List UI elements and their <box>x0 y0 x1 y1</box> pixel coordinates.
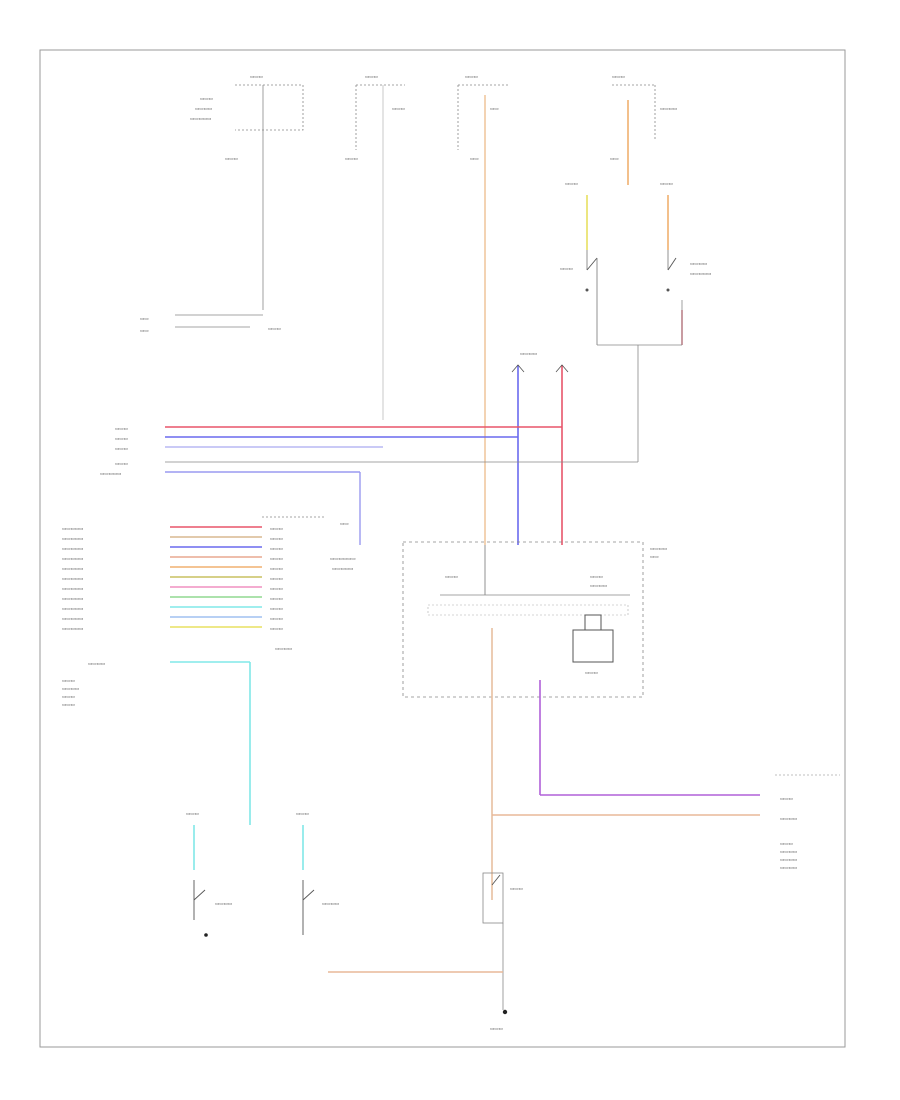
fuse-block-1: ▭▭▭ ▭▭▭ ▭▭▭▭ ▭▭▭▭▭ ▭▭▭ <box>190 75 304 310</box>
svg-text:▭▭▭▭▭: ▭▭▭▭▭ <box>62 567 83 572</box>
svg-text:▭▭▭▭▭: ▭▭▭▭▭ <box>690 272 711 277</box>
svg-text:▭▭▭▭▭: ▭▭▭▭▭ <box>62 577 83 582</box>
svg-text:▭▭▭▭▭: ▭▭▭▭▭ <box>62 557 83 562</box>
svg-text:▭▭▭: ▭▭▭ <box>186 812 199 817</box>
svg-text:▭▭▭▭▭: ▭▭▭▭▭ <box>62 607 83 612</box>
svg-text:▭▭▭▭: ▭▭▭▭ <box>660 107 677 112</box>
seat-switch: ▭▭▭ ▭▭▭▭ ▭▭▭▭▭ <box>660 182 711 345</box>
combination-meter: ▭▭▭▭ ▭▭ ▭▭▭ ▭▭▭ ▭▭▭▭ <box>402 541 667 698</box>
svg-text:▭▭▭: ▭▭▭ <box>465 75 478 80</box>
svg-text:▭▭▭: ▭▭▭ <box>225 157 238 162</box>
buzzer: ▭▭▭ <box>572 614 614 676</box>
svg-text:▭▭▭: ▭▭▭ <box>115 437 128 442</box>
svg-text:▭▭▭▭▭: ▭▭▭▭▭ <box>100 472 121 477</box>
svg-text:▭▭: ▭▭ <box>140 329 149 334</box>
svg-text:▭▭▭▭: ▭▭▭▭ <box>650 547 667 552</box>
svg-text:▭▭▭: ▭▭▭ <box>612 75 625 80</box>
seat-belt-buckle-switch-driver: ▭▭▭ <box>482 872 523 975</box>
svg-text:▭▭▭▭: ▭▭▭▭ <box>62 687 79 692</box>
svg-text:▭▭▭: ▭▭▭ <box>115 462 128 467</box>
svg-text:▭▭▭: ▭▭▭ <box>392 107 405 112</box>
data-connector-rows: ▭▭▭▭▭ ▭▭▭▭▭ ▭▭▭▭▭ ▭▭▭▭▭ ▭▭▭▭▭ ▭▭▭▭▭ ▭▭▭▭… <box>62 516 325 652</box>
svg-text:▭▭▭: ▭▭▭ <box>115 427 128 432</box>
svg-text:▭▭▭▭▭: ▭▭▭▭▭ <box>62 617 83 622</box>
svg-text:▭▭▭: ▭▭▭ <box>270 607 283 612</box>
svg-text:▭▭▭: ▭▭▭ <box>270 567 283 572</box>
fuse-block-2: ▭▭▭ ▭▭▭ ▭▭▭ <box>345 75 405 420</box>
svg-text:▭▭▭: ▭▭▭ <box>200 97 213 102</box>
svg-text:▭▭: ▭▭ <box>140 317 149 322</box>
svg-text:▭▭▭: ▭▭▭ <box>270 597 283 602</box>
svg-text:▭▭▭▭: ▭▭▭▭ <box>780 858 797 863</box>
left-wire-bundle: ▭▭▭ ▭▭▭ ▭▭▭ ▭▭▭ ▭▭▭▭▭ ▭▭ ▭▭▭▭▭▭ ▭▭▭▭▭ <box>100 426 638 572</box>
left-connector-top: ▭▭ ▭▭ ▭▭▭ <box>140 314 281 334</box>
svg-text:▭▭▭▭▭: ▭▭▭▭▭ <box>332 567 353 572</box>
svg-text:▭▭▭: ▭▭▭ <box>270 537 283 542</box>
svg-text:▭▭▭▭▭: ▭▭▭▭▭ <box>62 547 83 552</box>
seat-belt-buckle-switch-lh: ▭▭▭ ▭▭▭▭ <box>186 812 232 937</box>
svg-text:▭▭▭: ▭▭▭ <box>780 797 793 802</box>
svg-text:▭▭▭: ▭▭▭ <box>490 1027 503 1032</box>
svg-text:▭▭▭▭: ▭▭▭▭ <box>215 902 232 907</box>
svg-text:▭▭▭: ▭▭▭ <box>270 527 283 532</box>
svg-text:▭▭▭: ▭▭▭ <box>780 842 793 847</box>
svg-text:▭▭▭▭: ▭▭▭▭ <box>780 866 797 871</box>
svg-text:▭▭▭: ▭▭▭ <box>62 703 75 708</box>
svg-text:▭▭▭▭: ▭▭▭▭ <box>322 902 339 907</box>
svg-text:▭▭▭: ▭▭▭ <box>560 267 573 272</box>
svg-text:▭▭▭: ▭▭▭ <box>296 812 309 817</box>
fuse-block-4: ▭▭▭ ▭▭▭▭ ▭▭ <box>610 75 677 162</box>
svg-text:▭▭▭▭: ▭▭▭▭ <box>690 262 707 267</box>
occupant-sensor: ▭▭▭▭ ▭▭▭ ▭▭▭▭ ▭▭▭ ▭▭▭ <box>62 661 251 825</box>
svg-text:▭▭▭: ▭▭▭ <box>270 587 283 592</box>
svg-text:▭▭▭: ▭▭▭ <box>62 695 75 700</box>
diagram-frame <box>39 49 846 1048</box>
svg-text:▭▭▭: ▭▭▭ <box>585 671 598 676</box>
svg-text:▭▭▭▭: ▭▭▭▭ <box>590 584 607 589</box>
svg-text:▭▭▭▭▭: ▭▭▭▭▭ <box>62 587 83 592</box>
ground: ▭▭▭ <box>490 1009 508 1032</box>
svg-text:▭▭: ▭▭ <box>340 522 349 527</box>
svg-text:▭▭▭▭▭: ▭▭▭▭▭ <box>190 117 211 122</box>
svg-text:▭▭: ▭▭ <box>610 157 619 162</box>
svg-text:▭▭▭: ▭▭▭ <box>270 617 283 622</box>
svg-text:▭▭▭▭: ▭▭▭▭ <box>195 107 212 112</box>
svg-text:▭▭▭: ▭▭▭ <box>345 157 358 162</box>
ignition-switch: ▭▭▭ ▭▭▭ <box>560 182 598 345</box>
svg-text:▭▭▭: ▭▭▭ <box>660 182 673 187</box>
svg-text:▭▭▭▭: ▭▭▭▭ <box>520 352 537 357</box>
svg-text:▭▭▭▭: ▭▭▭▭ <box>780 817 797 822</box>
bcm: ▭▭▭ ▭▭▭▭ ▭▭▭ ▭▭▭▭ ▭▭▭▭ ▭▭▭▭ <box>775 774 840 871</box>
svg-text:▭▭▭: ▭▭▭ <box>270 577 283 582</box>
svg-text:▭▭▭: ▭▭▭ <box>270 557 283 562</box>
svg-text:▭▭▭: ▭▭▭ <box>565 182 578 187</box>
svg-text:▭▭▭▭: ▭▭▭▭ <box>780 850 797 855</box>
svg-text:▭▭▭: ▭▭▭ <box>365 75 378 80</box>
svg-text:▭▭▭: ▭▭▭ <box>268 327 281 332</box>
svg-text:▭▭▭▭: ▭▭▭▭ <box>88 662 105 667</box>
combination-meter-connector: ▭▭▭▭ <box>511 352 569 545</box>
svg-text:▭▭▭: ▭▭▭ <box>270 547 283 552</box>
svg-text:▭▭▭: ▭▭▭ <box>270 627 283 632</box>
svg-text:▭▭: ▭▭ <box>650 555 659 560</box>
svg-text:▭▭▭▭▭: ▭▭▭▭▭ <box>62 527 83 532</box>
svg-text:▭▭▭: ▭▭▭ <box>590 575 603 580</box>
svg-text:▭▭▭: ▭▭▭ <box>115 447 128 452</box>
svg-text:▭▭▭▭: ▭▭▭▭ <box>275 647 292 652</box>
svg-text:▭▭▭: ▭▭▭ <box>510 887 523 892</box>
svg-text:▭▭▭▭▭: ▭▭▭▭▭ <box>62 597 83 602</box>
seat-belt-buckle-switch-rh: ▭▭▭ ▭▭▭▭ <box>296 812 339 935</box>
svg-text:▭▭▭▭▭▭: ▭▭▭▭▭▭ <box>330 557 356 562</box>
svg-text:▭▭▭: ▭▭▭ <box>62 679 75 684</box>
fuse-block-3: ▭▭▭ ▭▭ ▭▭ <box>457 75 508 162</box>
svg-text:▭▭▭: ▭▭▭ <box>445 575 458 580</box>
svg-text:▭▭: ▭▭ <box>470 157 479 162</box>
svg-text:▭▭▭▭▭: ▭▭▭▭▭ <box>62 627 83 632</box>
svg-text:▭▭▭▭▭: ▭▭▭▭▭ <box>62 537 83 542</box>
svg-text:▭▭: ▭▭ <box>490 107 499 112</box>
svg-text:▭▭▭: ▭▭▭ <box>250 75 263 80</box>
